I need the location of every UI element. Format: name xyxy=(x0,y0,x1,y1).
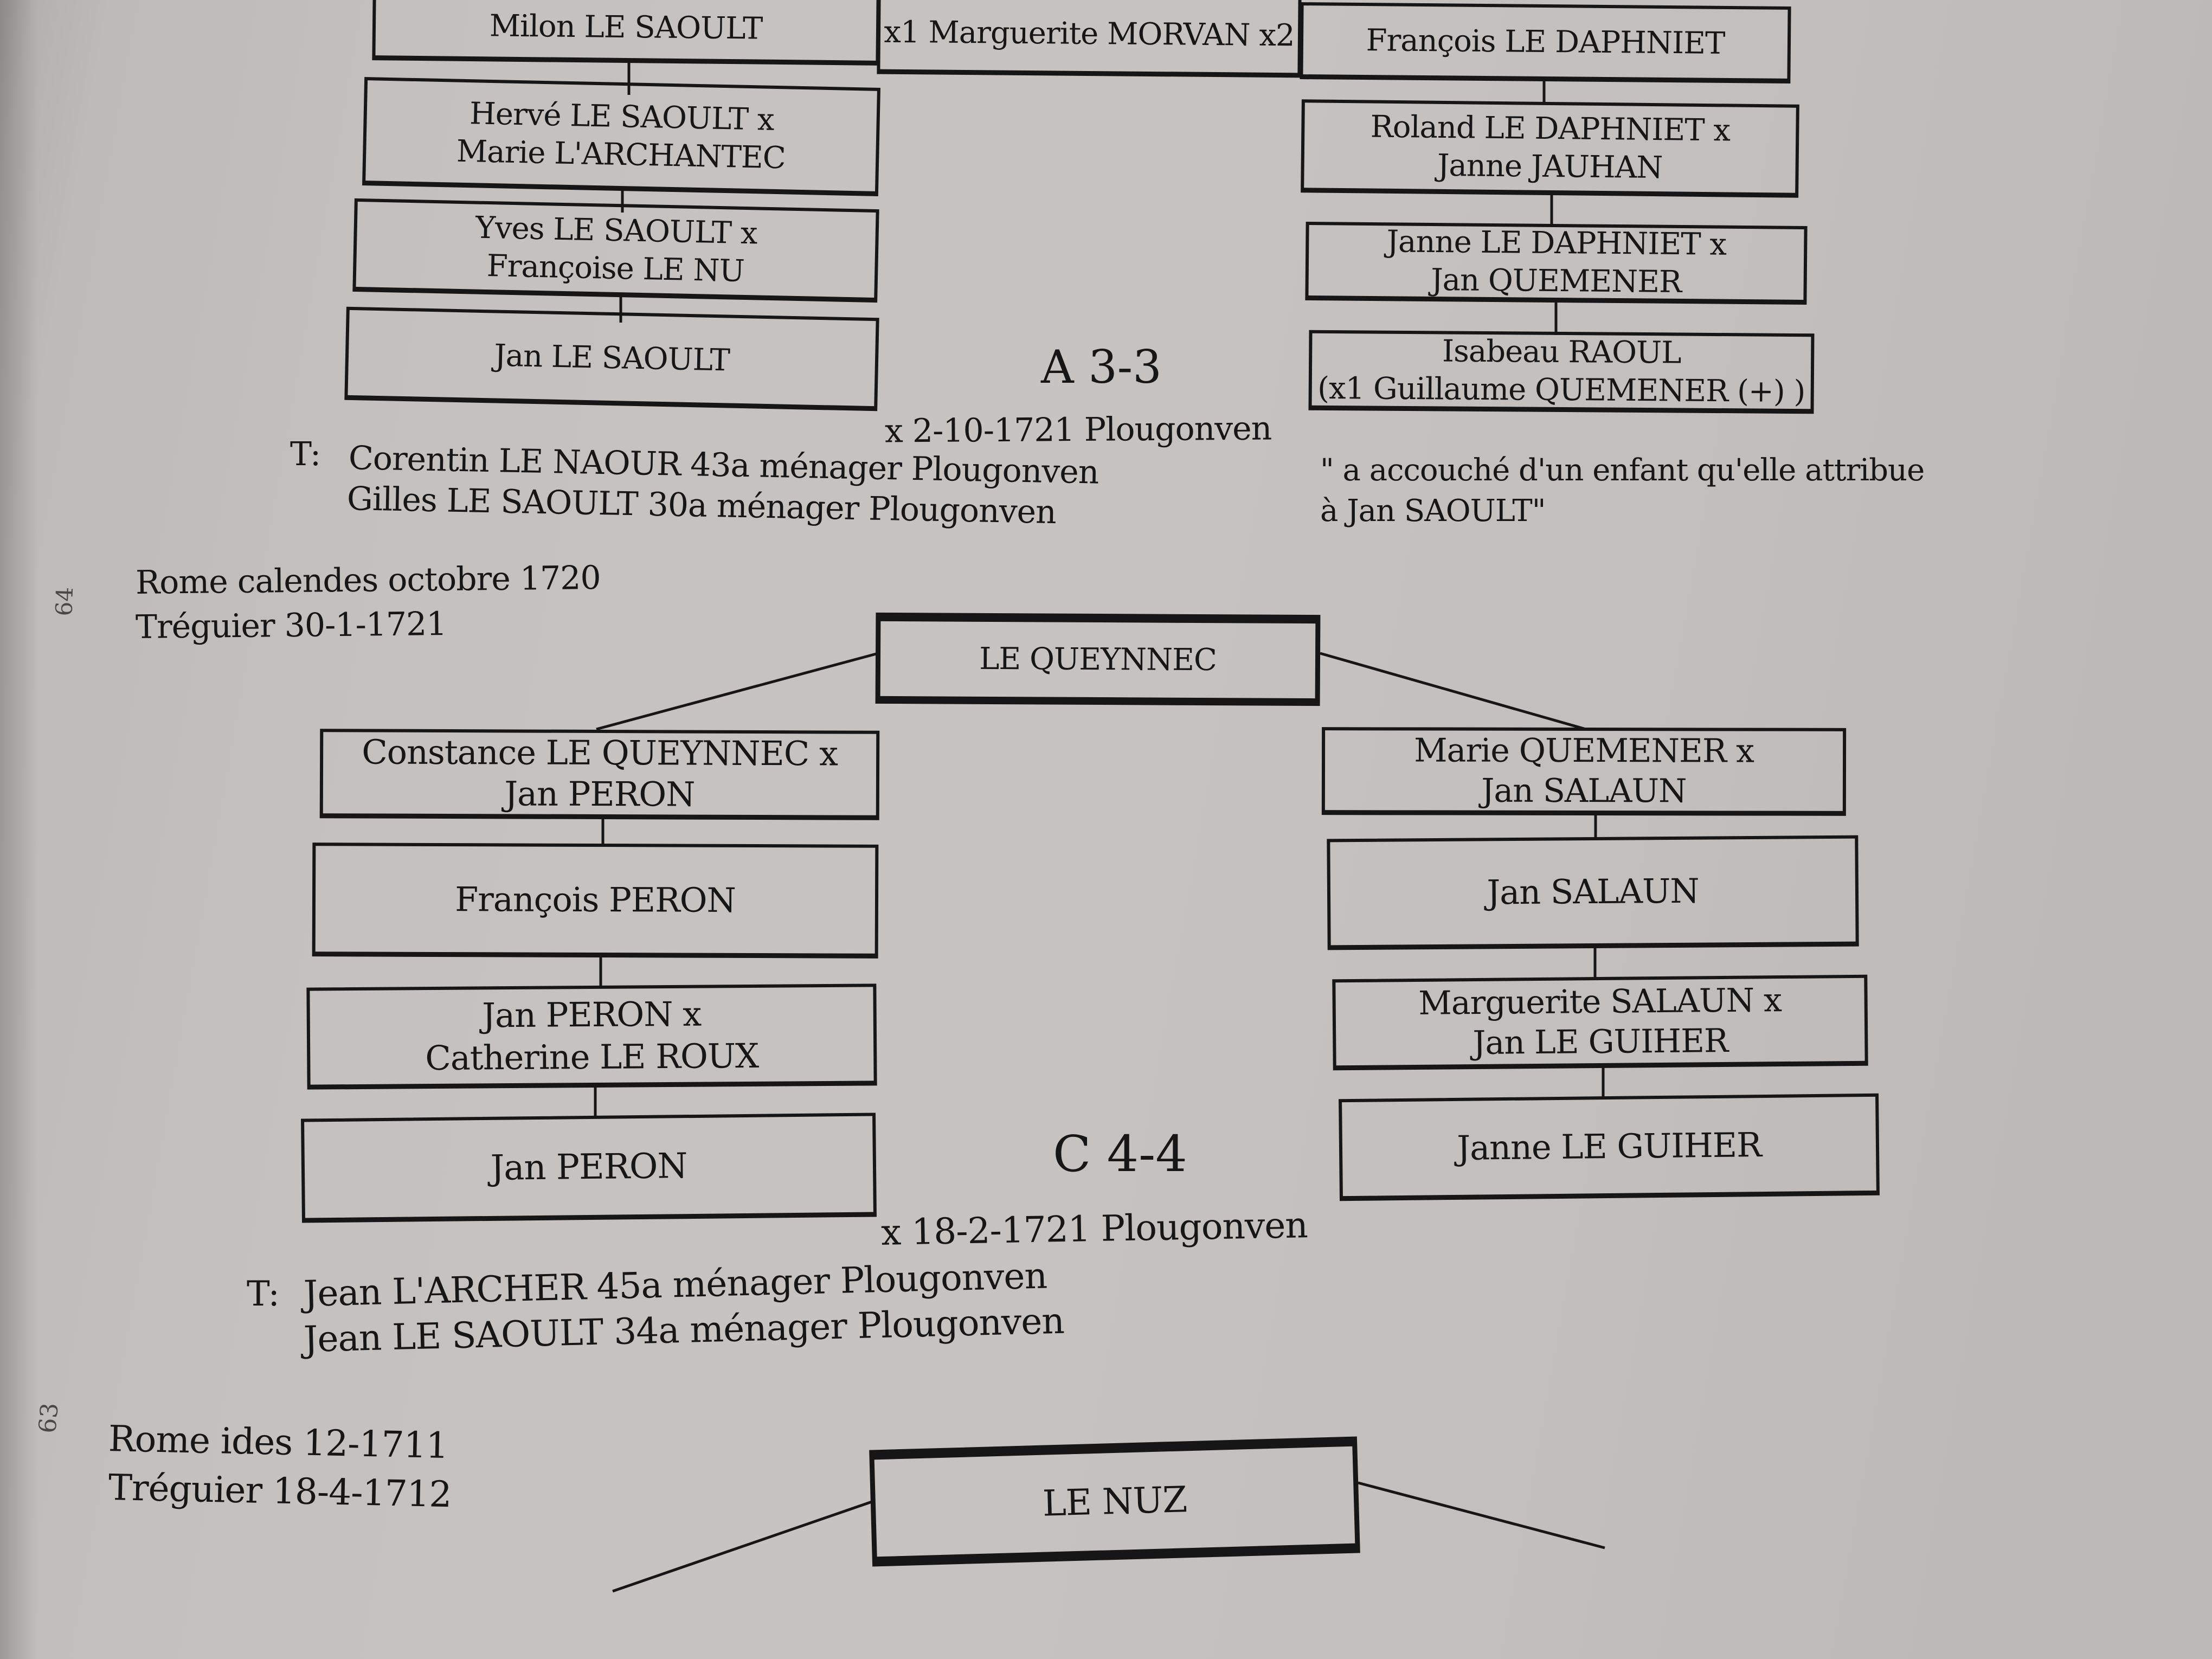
entry-margin-number: 63 xyxy=(34,1401,64,1435)
family-root-box: LE QUEYNNEC xyxy=(875,612,1321,706)
spouse-name: Jan QUEMENER xyxy=(1430,262,1682,300)
person-box-left-gen4: Jan PERON xyxy=(301,1113,877,1223)
person-name: François PERON xyxy=(455,879,736,920)
connector-line xyxy=(612,1500,872,1593)
family-name: LE QUEYNNEC xyxy=(979,641,1217,678)
person-box-right-gen3: Marguerite SALAUN x Jan LE GUIHER xyxy=(1332,974,1868,1071)
person-box-left-gen1: Constance LE QUEYNNEC x Jan PERON xyxy=(319,729,880,820)
annotation-note: " a accouché d'un enfant qu'elle attribu… xyxy=(1320,453,1925,488)
connector-line xyxy=(596,652,879,731)
page-gutter-shadow xyxy=(0,0,38,1659)
previous-marriage: (x1 Guillaume QUEMENER (+) ) xyxy=(1317,370,1805,409)
dispensation-rome: Rome ides 12-1711 xyxy=(108,1418,449,1467)
annotation-note: à Jan SAOULT" xyxy=(1320,493,1546,529)
person-box-right-gen2: Jan SALAUN xyxy=(1327,835,1859,950)
person-box-right-gen3: Isabeau RAOUL (x1 Guillaume QUEMENER (+)… xyxy=(1308,330,1815,414)
witnesses-label: T: xyxy=(247,1274,280,1314)
family-root-box: LE NUZ xyxy=(869,1436,1360,1567)
person-box-right-gen1: Marie QUEMENER x Jan SALAUN xyxy=(1321,727,1847,816)
person-name: Hervé LE SAOULT x xyxy=(469,95,775,138)
dispensation-rome: Rome calendes octobre 1720 xyxy=(135,559,601,602)
person-box-left-gen3: Jan LE SAOULT xyxy=(344,306,879,411)
person-name: Marie QUEMENER x xyxy=(1414,731,1754,770)
marriage-date-place: x 18-2-1721 Plougonven xyxy=(880,1204,1308,1253)
person-box-left-gen1: Hervé LE SAOULT x Marie L'ARCHANTEC xyxy=(362,77,880,196)
connector-line xyxy=(1358,1481,1605,1549)
spouse-name: Jan SALAUN xyxy=(1481,771,1687,810)
person-name: Roland LE DAPHNIET x xyxy=(1370,109,1731,148)
marriage-date-place: x 2-10-1721 Plougonven xyxy=(884,409,1272,451)
spouse-name: Jan PERON xyxy=(504,774,695,814)
person-box-right-gen4: Janne LE GUIHER xyxy=(1339,1093,1880,1201)
spouse-name: Jan LE GUIHER xyxy=(1472,1021,1728,1062)
person-name: x1 Marguerite MORVAN x2 xyxy=(884,14,1295,53)
connector-line xyxy=(1320,652,1586,731)
person-name: Janne LE GUIHER xyxy=(1456,1124,1762,1168)
person-box-right-gen2: Janne LE DAPHNIET x Jan QUEMENER xyxy=(1305,221,1808,305)
person-name: Constance LE QUEYNNEC x xyxy=(362,732,838,774)
person-name: François LE DAPHNIET xyxy=(1366,22,1725,61)
spouse-name: Marie L'ARCHANTEC xyxy=(456,133,786,176)
person-name: Jan LE SAOULT xyxy=(493,337,730,378)
consanguinity-degree-code: A 3-3 xyxy=(1041,340,1162,394)
person-name: Janne LE DAPHNIET x xyxy=(1386,224,1727,262)
spouse-name: Janne JAUHAN xyxy=(1437,147,1663,185)
consanguinity-degree-code: C 4-4 xyxy=(1053,1125,1187,1183)
person-box-right-ancestor: François LE DAPHNIET xyxy=(1300,2,1791,83)
dispensation-treguier: Tréguier 18-4-1712 xyxy=(108,1467,452,1516)
person-name: Jan PERON xyxy=(490,1146,687,1188)
person-name: Jan PERON x xyxy=(482,994,702,1035)
witnesses-label: T: xyxy=(290,435,321,473)
spouse-name: Catherine LE ROUX xyxy=(425,1036,759,1078)
person-box-left-gen2: François PERON xyxy=(312,843,879,959)
entry-margin-number: 64 xyxy=(50,586,79,617)
person-name: Marguerite SALAUN x xyxy=(1418,981,1782,1023)
spouse-name: Françoise LE NU xyxy=(486,248,745,289)
person-box-right-gen1: Roland LE DAPHNIET x Janne JAUHAN xyxy=(1301,99,1799,198)
person-name: Milon LE SAOULT xyxy=(489,8,763,47)
person-name: Isabeau RAOUL xyxy=(1442,333,1681,371)
person-name: Yves LE SAOULT x xyxy=(475,210,758,251)
person-box-left-gen2: Yves LE SAOULT x Françoise LE NU xyxy=(352,198,879,303)
person-box-common-ancestor: x1 Marguerite MORVAN x2 xyxy=(877,0,1302,78)
person-name: Jan SALAUN xyxy=(1487,871,1699,912)
person-box-left-ancestor: Milon LE SAOULT xyxy=(372,0,880,66)
family-name: LE NUZ xyxy=(1041,1478,1188,1525)
person-box-left-gen3: Jan PERON x Catherine LE ROUX xyxy=(306,983,877,1090)
dispensation-treguier: Tréguier 30-1-1721 xyxy=(135,605,447,646)
